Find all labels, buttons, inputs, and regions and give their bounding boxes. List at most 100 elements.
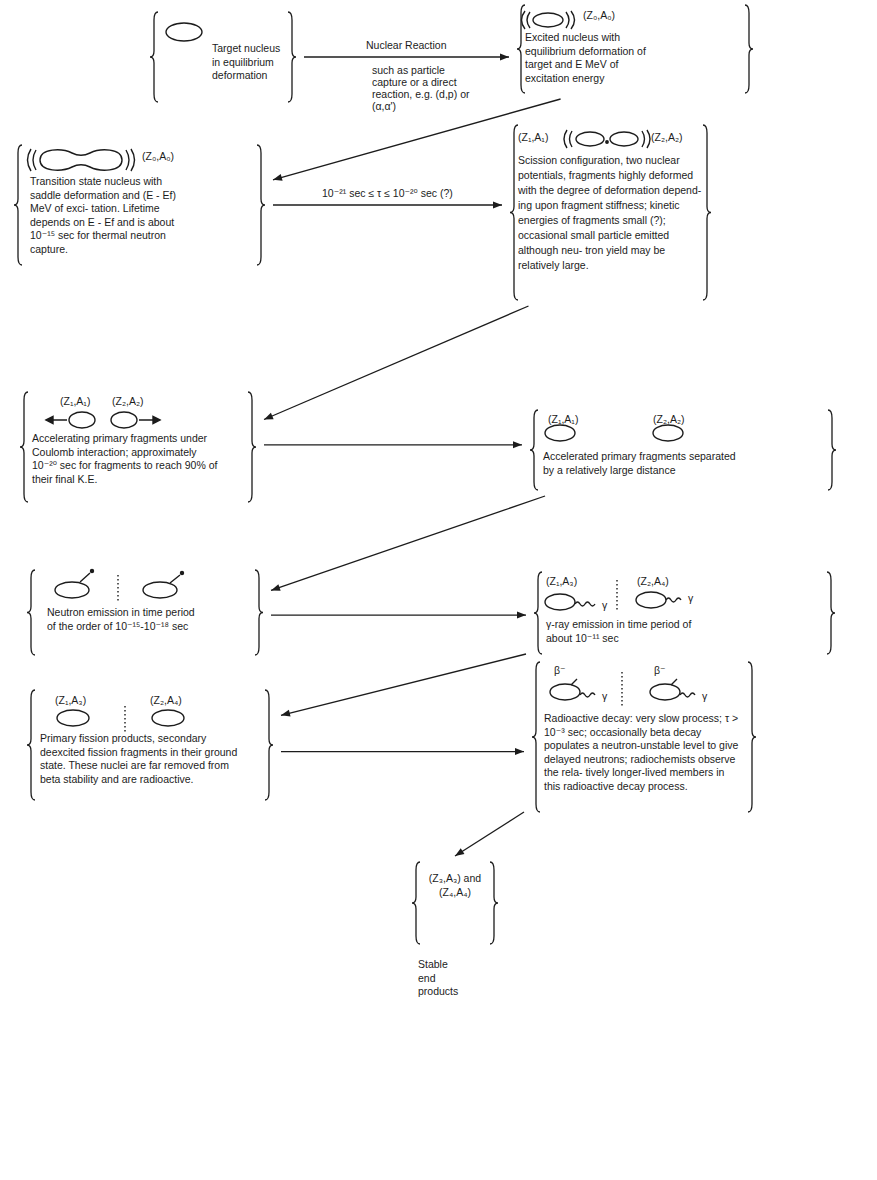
- fragment-sketch: [610, 132, 638, 146]
- arrow-line: [264, 306, 529, 420]
- arrow-connector: [264, 441, 522, 448]
- neck-dot: [606, 141, 608, 143]
- fragment-sketch: [545, 425, 575, 441]
- nuclide-label: (Z₁,A₁): [548, 413, 578, 427]
- nuclide-label: (Z₀,A₀): [583, 9, 615, 23]
- arrow-line: [304, 56, 509, 57]
- gamma-wave: [666, 598, 681, 602]
- left-brace: [14, 145, 22, 265]
- arrow-connector: [281, 654, 526, 717]
- nuclide-label: (Z₁,A₃): [55, 694, 86, 708]
- arrow-line: [271, 614, 526, 615]
- left-brace: [20, 392, 28, 502]
- fragment-sketch: [653, 425, 683, 441]
- arrow-connector: [455, 812, 524, 856]
- gamma-symbol: γ: [688, 592, 693, 606]
- right-brace: [265, 690, 273, 800]
- brace-box: Target nucleus in equilibrium deformatio…: [148, 12, 298, 102]
- nuclide-label: (Z₂,A₄): [150, 694, 182, 708]
- node-text: Scission configuration, two nuclear pote…: [518, 153, 703, 273]
- right-brace: [257, 145, 265, 265]
- excitation-marks: [522, 11, 575, 29]
- left-brace: [510, 125, 518, 300]
- right-brace: [248, 392, 256, 502]
- brace-box: (Z₁,A₁)(Z₂,A₂)Accelerating primary fragm…: [18, 392, 258, 502]
- brace-box: (Z₁,A₃)(Z₂,A₄)Primary fission products, …: [25, 690, 275, 800]
- brace-box: (Z₃,A₃) and (Z₄,A₄)Stable end products: [410, 862, 500, 944]
- arrow-connector: [304, 54, 509, 61]
- fragment-sketch: [550, 684, 580, 700]
- arrowhead: [513, 441, 522, 448]
- node-text: Transition state nucleus with saddle def…: [30, 175, 195, 256]
- nuclide-label: (Z₂,A₄): [637, 575, 669, 589]
- right-brace: [288, 12, 296, 102]
- arrowhead: [281, 710, 291, 717]
- gamma-wave: [575, 602, 595, 606]
- arrowhead: [500, 54, 509, 61]
- neutron-dot: [181, 572, 184, 575]
- nucleus-sketch: [166, 23, 202, 41]
- fragment-sketch: [143, 582, 177, 598]
- arrowhead: [273, 174, 283, 181]
- brace-box: (Z₁,A₁)(Z₂,A₂)Scission configuration, tw…: [508, 125, 713, 300]
- arrow-line: [273, 204, 502, 205]
- gamma-symbol: γ: [702, 690, 707, 704]
- node-text: γ-ray emission in time period of about 1…: [546, 618, 706, 645]
- saddle-nucleus-sketch: [40, 150, 122, 170]
- nuclide-label: (Z₁,A₁): [60, 395, 90, 409]
- beta-symbol: β⁻: [654, 664, 666, 678]
- fragment-sketch: [111, 412, 137, 428]
- node-text: Excited nucleus with equilibrium deforma…: [525, 31, 665, 85]
- gamma-symbol: γ: [602, 599, 607, 613]
- brace-box: (Z₁,A₁) (Z₂,A₂) Accelerated primary fragme…: [528, 410, 838, 490]
- arrowhead: [517, 612, 526, 619]
- left-brace: [27, 570, 35, 655]
- fragment-sketch: [57, 710, 89, 726]
- edge-label: 10⁻²¹ sec ≤ τ ≤ 10⁻²⁰ sec (?): [320, 187, 455, 201]
- beta-track: [571, 679, 677, 685]
- gamma-symbol: γ: [602, 690, 607, 704]
- right-brace: [745, 5, 753, 93]
- node-heading: Stable end products: [418, 958, 466, 999]
- nuclide-label: (Z₂,A₂): [112, 395, 143, 409]
- node-text: Radioactive decay: very slow process; τ …: [544, 712, 742, 793]
- fragment-sketch: [545, 594, 575, 610]
- dotted-divider: [117, 575, 118, 602]
- edge-label: Nuclear Reaction: [364, 39, 449, 53]
- fragment-sketch: [69, 412, 95, 428]
- brace-box: (Z₁,A₃) (Z₂,A₄) γ γ γ-ray emission in time p…: [532, 572, 837, 654]
- brace-box: (Z₀,A₀)Transition state nucleus with sad…: [12, 145, 267, 265]
- node-text: Neutron emission in time period of the o…: [47, 606, 197, 633]
- dotted-divider: [124, 706, 125, 734]
- nuclide-label: (Z₂,A₂): [653, 413, 684, 427]
- right-brace: [748, 662, 756, 812]
- brace-box: Neutron emission in time period of the o…: [25, 570, 265, 655]
- arrow-connector: [273, 202, 502, 209]
- arrow-connector: [264, 306, 529, 420]
- fragment-sketch: [636, 592, 666, 608]
- left-brace: [412, 862, 420, 944]
- arrow-line: [281, 751, 524, 752]
- arrow-line: [264, 444, 522, 445]
- node-text: Accelerated primary fragments separated …: [543, 450, 743, 477]
- left-brace: [27, 690, 35, 800]
- right-brace: [828, 410, 836, 490]
- motion-arrowhead: [46, 417, 160, 424]
- fragment-sketch: [576, 132, 604, 146]
- arrowhead: [493, 202, 502, 209]
- nuclide-label: (Z₂,A₂): [651, 131, 682, 145]
- right-brace: [703, 125, 711, 300]
- nuclide-label: (Z₁,A₃): [546, 575, 577, 589]
- edge-layer: [264, 54, 561, 857]
- dotted-divider: [621, 672, 622, 708]
- right-brace: [255, 570, 263, 655]
- neutron-dot: [91, 570, 94, 573]
- arrow-line: [271, 496, 545, 590]
- dotted-divider: [616, 580, 617, 612]
- fragment-sketch: [152, 710, 184, 726]
- fragment-sketch: [55, 582, 89, 598]
- excitation-marks: [28, 149, 135, 171]
- brace-box: (Z₀,A₀) Excited nucleus with equilibrium …: [515, 5, 755, 93]
- arrowhead: [455, 848, 464, 856]
- right-brace: [827, 572, 835, 654]
